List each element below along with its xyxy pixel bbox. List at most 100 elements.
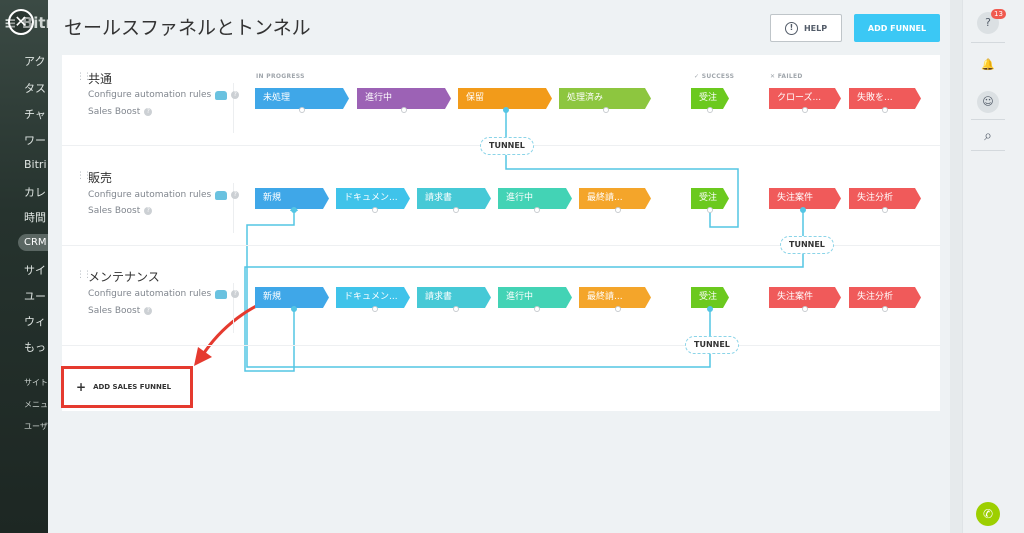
stage-f3-failed-2[interactable]: 失注分析 xyxy=(849,287,921,308)
stage-connector-dot[interactable] xyxy=(802,107,808,113)
funnel-name: 共通 xyxy=(88,72,113,86)
stage-connector-dot[interactable] xyxy=(882,107,888,113)
check-icon: ✓ xyxy=(694,73,702,80)
hint-icon[interactable]: ? xyxy=(144,307,153,315)
left-menu-item[interactable]: アク xyxy=(24,55,46,68)
close-slider-button[interactable]: ✕ xyxy=(8,9,34,35)
automation-rules-link[interactable]: Configure automation rules? xyxy=(88,190,240,200)
stage-f3-3[interactable]: 請求書 xyxy=(417,287,491,308)
drag-handle-icon[interactable]: ⋮⋮ xyxy=(76,270,92,280)
stage-f1-2[interactable]: 進行中 xyxy=(357,88,451,109)
drag-handle-icon[interactable]: ⋮⋮ xyxy=(76,72,92,82)
sales-boost-label: Sales Boost xyxy=(88,206,141,216)
stage-f2-success[interactable]: 受注 xyxy=(691,188,729,209)
left-menu-small-item[interactable]: ユーザ xyxy=(24,422,48,431)
left-menu-item[interactable]: ワー xyxy=(24,134,46,147)
row-separator xyxy=(62,245,940,246)
left-menu-item[interactable]: 時間 xyxy=(24,211,46,224)
left-menu-item[interactable]: ウィ xyxy=(24,315,46,328)
stage-f1-success[interactable]: 受注 xyxy=(691,88,729,109)
stage-f2-4[interactable]: 進行中 xyxy=(498,188,572,209)
stage-connector-dot[interactable] xyxy=(372,207,378,213)
stage-connector-dot[interactable] xyxy=(372,306,378,312)
left-menu-small-item[interactable]: メニュ xyxy=(24,400,48,409)
stage-connector-dot[interactable] xyxy=(615,306,621,312)
left-menu-item[interactable]: チャ xyxy=(24,108,46,121)
stage-f1-failed-1[interactable]: クローズ... xyxy=(769,88,841,109)
stage-connector-dot-active[interactable] xyxy=(503,107,509,113)
stage-f1-4[interactable]: 処理済み xyxy=(559,88,651,109)
left-menu-item[interactable]: Bitri xyxy=(24,158,47,171)
stage-connector-dot[interactable] xyxy=(299,107,305,113)
stage-f2-5[interactable]: 最終請... xyxy=(579,188,651,209)
left-menu-small-item[interactable]: サイト xyxy=(24,378,48,387)
plus-icon: + xyxy=(76,380,87,394)
sales-boost-link[interactable]: Sales Boost? xyxy=(88,206,153,216)
stage-connector-dot[interactable] xyxy=(453,207,459,213)
help-button[interactable]: ! HELP xyxy=(770,14,842,42)
stage-connector-dot-active[interactable] xyxy=(291,207,297,213)
close-icon: ✕ xyxy=(14,12,28,31)
tunnel-label[interactable]: TUNNEL xyxy=(480,137,534,155)
chat-icon[interactable]: ☺ xyxy=(977,91,999,113)
stage-connector-dot[interactable] xyxy=(882,207,888,213)
stage-connector-dot[interactable] xyxy=(802,306,808,312)
stage-f3-success[interactable]: 受注 xyxy=(691,287,729,308)
stage-f2-failed-1[interactable]: 失注案件 xyxy=(769,188,841,209)
phone-icon[interactable]: ✆ xyxy=(976,502,1000,526)
stage-f1-3[interactable]: 保留 xyxy=(458,88,552,109)
sales-boost-link[interactable]: Sales Boost? xyxy=(88,107,153,117)
divider xyxy=(233,83,234,133)
stage-f2-failed-2[interactable]: 失注分析 xyxy=(849,188,921,209)
stage-f3-1[interactable]: 新規 xyxy=(255,287,329,308)
hint-icon[interactable]: ? xyxy=(144,108,153,116)
stage-f2-3[interactable]: 請求書 xyxy=(417,188,491,209)
tunnel-label[interactable]: TUNNEL xyxy=(780,236,834,254)
bell-icon[interactable]: 🔔 xyxy=(981,58,995,71)
left-menu-item[interactable]: カレ xyxy=(24,186,46,199)
search-icon[interactable]: ⌕ xyxy=(984,128,992,144)
hint-icon[interactable]: ? xyxy=(144,207,153,215)
funnels-slider-panel: セールスファネルとトンネル ! HELP ADD FUNNEL xyxy=(48,0,950,533)
left-menu-item[interactable]: もっ xyxy=(24,341,46,354)
divider xyxy=(971,150,1005,151)
left-menu-item[interactable]: タス xyxy=(24,82,46,95)
section-label-in-progress: IN PROGRESS xyxy=(256,73,305,80)
automation-rules-link[interactable]: Configure automation rules? xyxy=(88,289,240,299)
stage-connector-dot[interactable] xyxy=(603,107,609,113)
drag-handle-icon[interactable]: ⋮⋮ xyxy=(76,171,92,181)
stage-connector-dot-active[interactable] xyxy=(707,306,713,312)
stage-f3-5[interactable]: 最終請... xyxy=(579,287,651,308)
section-label-failed: ✕ FAILED xyxy=(770,73,803,80)
add-funnel-button[interactable]: ADD FUNNEL xyxy=(854,14,940,42)
stage-f3-2[interactable]: ドキュメン... xyxy=(336,287,410,308)
hint-icon[interactable]: ? xyxy=(231,91,240,99)
stage-f2-1[interactable]: 新規 xyxy=(255,188,329,209)
panel-edge xyxy=(950,0,962,533)
stage-connector-dot[interactable] xyxy=(707,107,713,113)
tunnel-label[interactable]: TUNNEL xyxy=(685,336,739,354)
add-sales-funnel-button[interactable]: + ADD SALES FUNNEL xyxy=(61,366,193,408)
stage-connector-dot[interactable] xyxy=(453,306,459,312)
hint-icon[interactable]: ? xyxy=(231,290,240,298)
stage-connector-dot[interactable] xyxy=(882,306,888,312)
stage-connector-dot[interactable] xyxy=(401,107,407,113)
left-menu-item[interactable]: サイ xyxy=(24,264,46,277)
hint-icon[interactable]: ? xyxy=(231,191,240,199)
stage-connector-dot[interactable] xyxy=(534,207,540,213)
stage-f2-2[interactable]: ドキュメン... xyxy=(336,188,410,209)
stage-f3-4[interactable]: 進行中 xyxy=(498,287,572,308)
left-menu-item[interactable]: ユー xyxy=(24,290,46,303)
stage-connector-dot-active[interactable] xyxy=(291,306,297,312)
stage-f3-failed-1[interactable]: 失注案件 xyxy=(769,287,841,308)
stage-connector-dot[interactable] xyxy=(615,207,621,213)
stage-f1-failed-2[interactable]: 失敗を... xyxy=(849,88,921,109)
stage-f1-1[interactable]: 未処理 xyxy=(255,88,349,109)
row-separator xyxy=(62,345,940,346)
automation-rules-link[interactable]: Configure automation rules? xyxy=(88,90,240,100)
stage-connector-dot-active[interactable] xyxy=(800,207,806,213)
left-menu-item-crm[interactable]: CRM xyxy=(18,234,48,251)
stage-connector-dot[interactable] xyxy=(534,306,540,312)
stage-connector-dot[interactable] xyxy=(707,207,713,213)
sales-boost-link[interactable]: Sales Boost? xyxy=(88,306,153,316)
